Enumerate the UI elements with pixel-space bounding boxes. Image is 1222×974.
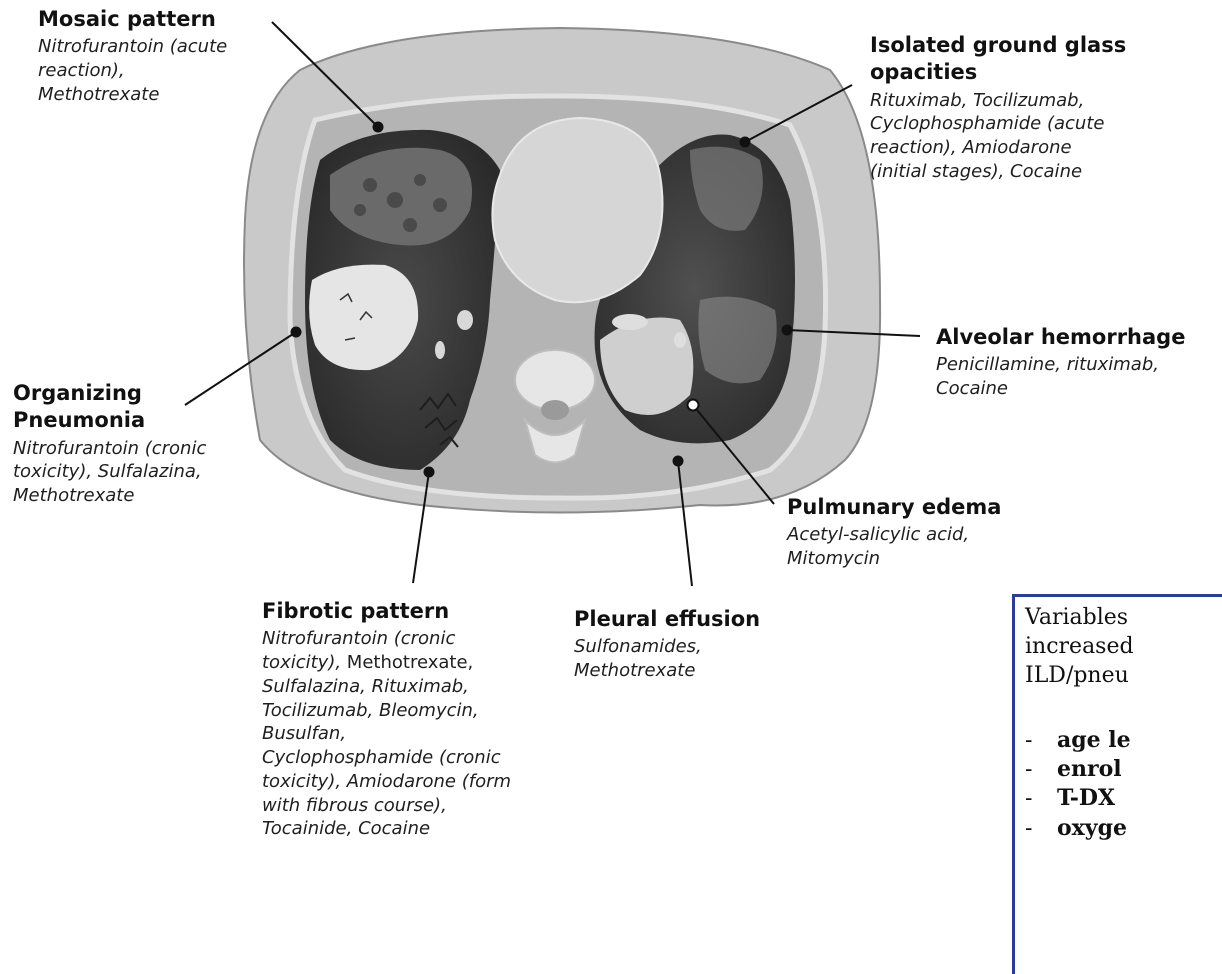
drug-line: toxicity), Sulfalazina, — [13, 460, 206, 484]
drug-line: (initial stages), Cocaine — [870, 160, 1126, 184]
annotation-drugs: Nitrofurantoin (acute reaction), Methotr… — [38, 35, 227, 106]
list-item-text: enrol — [1057, 756, 1122, 782]
annotation-drugs: Sulfonamides, Methotrexate — [574, 635, 760, 683]
title-line: Organizing — [13, 380, 206, 407]
annotation-title: Mosaic pattern — [38, 6, 227, 33]
annotation-organizing-pneumonia: Organizing Pneumonia Nitrofurantoin (cro… — [13, 380, 206, 508]
drug-line: Mitomycin — [787, 547, 1001, 571]
annotation-title: Fibrotic pattern — [262, 598, 511, 625]
annotation-pleural-effusion: Pleural effusion Sulfonamides, Methotrex… — [574, 606, 760, 683]
drug-line: toxicity), Methotrexate, — [262, 651, 511, 675]
list-item: -T-DX — [1025, 784, 1222, 813]
drug-line: Busulfan, — [262, 722, 511, 746]
annotation-drugs: Penicillamine, rituximab, Cocaine — [936, 353, 1185, 401]
annotation-drugs: Nitrofurantoin (cronic toxicity), Methot… — [262, 627, 511, 841]
annotation-drugs: Nitrofurantoin (cronic toxicity), Sulfal… — [13, 437, 206, 508]
drug-line: Tocainide, Cocaine — [262, 817, 511, 841]
drug-line: Acetyl-salicylic acid, — [787, 523, 1001, 547]
drug-line: Methotrexate — [13, 484, 206, 508]
drug-line: Tocilizumab, Bleomycin, — [262, 699, 511, 723]
list-item-text: T-DX — [1057, 785, 1115, 811]
title-line: Pneumonia — [13, 407, 206, 434]
drug-line: Sulfalazina, Rituximab, — [262, 675, 511, 699]
list-item: -oxyge — [1025, 814, 1222, 843]
list-item-text: age le — [1057, 727, 1131, 753]
drug-line: Sulfonamides, — [574, 635, 760, 659]
drug-line: Methotrexate — [38, 83, 227, 107]
drug-line: toxicity), Amiodarone (form — [262, 770, 511, 794]
drug-line: Nitrofurantoin (acute — [38, 35, 227, 59]
list-item: -age le — [1025, 726, 1222, 755]
drug-text: toxicity), — [262, 652, 341, 673]
title-line: Isolated ground glass — [870, 32, 1126, 59]
annotation-title: Alveolar hemorrhage — [936, 324, 1185, 351]
drug-line: Cocaine — [936, 377, 1185, 401]
heading-line: ILD/pneu — [1025, 661, 1222, 690]
drug-line: Penicillamine, rituximab, — [936, 353, 1185, 377]
annotation-drugs: Acetyl-salicylic acid, Mitomycin — [787, 523, 1001, 571]
list-item: -enrol — [1025, 755, 1222, 784]
drug-line: Cyclophosphamide (acute — [870, 112, 1126, 136]
drug-line: Nitrofurantoin (cronic — [13, 437, 206, 461]
annotation-title: Pulmunary edema — [787, 494, 1001, 521]
drug-line: Rituximab, Tocilizumab, — [870, 89, 1126, 113]
annotation-title: Organizing Pneumonia — [13, 380, 206, 435]
callout-list: -age le -enrol -T-DX -oxyge — [1025, 726, 1222, 843]
spinal-canal — [541, 400, 569, 420]
drug-line: Methotrexate — [574, 659, 760, 683]
annotation-alveolar-hemorrhage: Alveolar hemorrhage Penicillamine, ritux… — [936, 324, 1185, 401]
hemorrhage-region — [698, 297, 776, 384]
heading-line: increased — [1025, 632, 1222, 661]
drug-line: reaction), Amiodarone — [870, 136, 1126, 160]
heading-line: Variables — [1025, 603, 1222, 632]
drug-text-upright: Methotrexate, — [341, 652, 473, 673]
annotation-fibrotic-pattern: Fibrotic pattern Nitrofurantoin (cronic … — [262, 598, 511, 841]
drug-line: reaction), — [38, 59, 227, 83]
callout-heading: Variables increased ILD/pneu — [1025, 603, 1222, 690]
annotation-pulmonary-edema: Pulmunary edema Acetyl-salicylic acid, M… — [787, 494, 1001, 571]
heart — [492, 118, 662, 302]
drug-line: Nitrofurantoin (cronic — [262, 627, 511, 651]
list-item-text: oxyge — [1057, 815, 1127, 841]
risk-variables-callout: Variables increased ILD/pneu -age le -en… — [1012, 594, 1222, 974]
annotation-title: Pleural effusion — [574, 606, 760, 633]
drug-line: with fibrous course), — [262, 794, 511, 818]
annotation-mosaic-pattern: Mosaic pattern Nitrofurantoin (acute rea… — [38, 6, 227, 107]
annotation-ground-glass: Isolated ground glass opacities Rituxima… — [870, 32, 1126, 184]
annotation-title: Isolated ground glass opacities — [870, 32, 1126, 87]
drug-line: Cyclophosphamide (cronic — [262, 746, 511, 770]
annotation-drugs: Rituximab, Tocilizumab, Cyclophosphamide… — [870, 89, 1126, 184]
title-line: opacities — [870, 59, 1126, 86]
